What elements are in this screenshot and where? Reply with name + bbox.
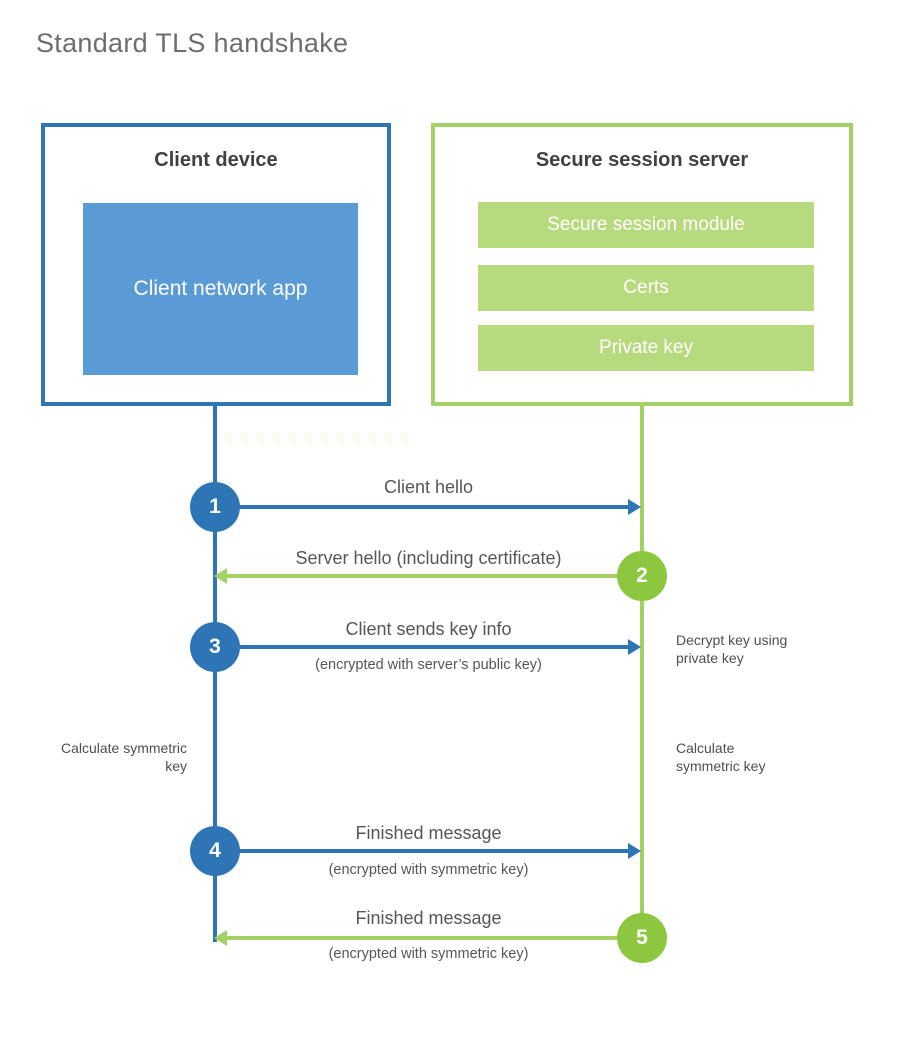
message-arrow-line <box>227 936 655 940</box>
arrow-right-icon <box>628 499 641 515</box>
step-marker: 1 <box>190 482 240 532</box>
message-arrow-line <box>200 505 630 509</box>
step-marker: 4 <box>190 826 240 876</box>
client-lifeline <box>213 405 217 942</box>
client-network-app-label: Client network app <box>133 276 308 300</box>
message-arrow-line <box>227 574 655 578</box>
server-module-bar: Secure session module <box>478 202 814 248</box>
client-device-title: Client device <box>154 149 278 171</box>
arrow-left-icon <box>214 930 227 946</box>
arrow-right-icon <box>628 843 641 859</box>
secure-session-server-box: Secure session server Secure session mod… <box>431 123 853 406</box>
message-sublabel: (encrypted with symmetric key) <box>328 946 529 962</box>
page-title: Standard TLS handshake <box>36 28 349 58</box>
step-marker: 3 <box>190 622 240 672</box>
message-label: Client hello <box>383 477 474 497</box>
step-marker: 2 <box>617 551 667 601</box>
message-label: Server hello (including certificate) <box>295 548 562 568</box>
arrow-left-icon <box>214 568 227 584</box>
server-module-bar: Private key <box>478 325 814 371</box>
message-arrow-line <box>200 849 630 853</box>
secure-session-server-title: Secure session server <box>535 149 749 171</box>
client-calculate-note: Calculate symmetric key <box>60 740 187 774</box>
server-module-bar: Certs <box>478 265 814 311</box>
message-label: Finished message <box>355 908 502 928</box>
decrypt-key-note: Decrypt key using private key <box>676 632 788 666</box>
faint-dashed-line <box>225 433 413 444</box>
server-lifeline <box>640 405 644 940</box>
message-sublabel: (encrypted with server’s public key) <box>315 657 542 673</box>
arrow-right-icon <box>628 639 641 655</box>
message-arrow-line <box>200 645 630 649</box>
server-calculate-note: Calculate symmetric key <box>676 740 766 774</box>
client-device-box: Client device Client network app <box>41 123 391 406</box>
message-label: Client sends key info <box>345 619 512 639</box>
message-sublabel: (encrypted with symmetric key) <box>328 862 529 878</box>
step-marker: 5 <box>617 913 667 963</box>
message-label: Finished message <box>355 823 502 843</box>
client-network-app-box: Client network app <box>83 203 358 375</box>
